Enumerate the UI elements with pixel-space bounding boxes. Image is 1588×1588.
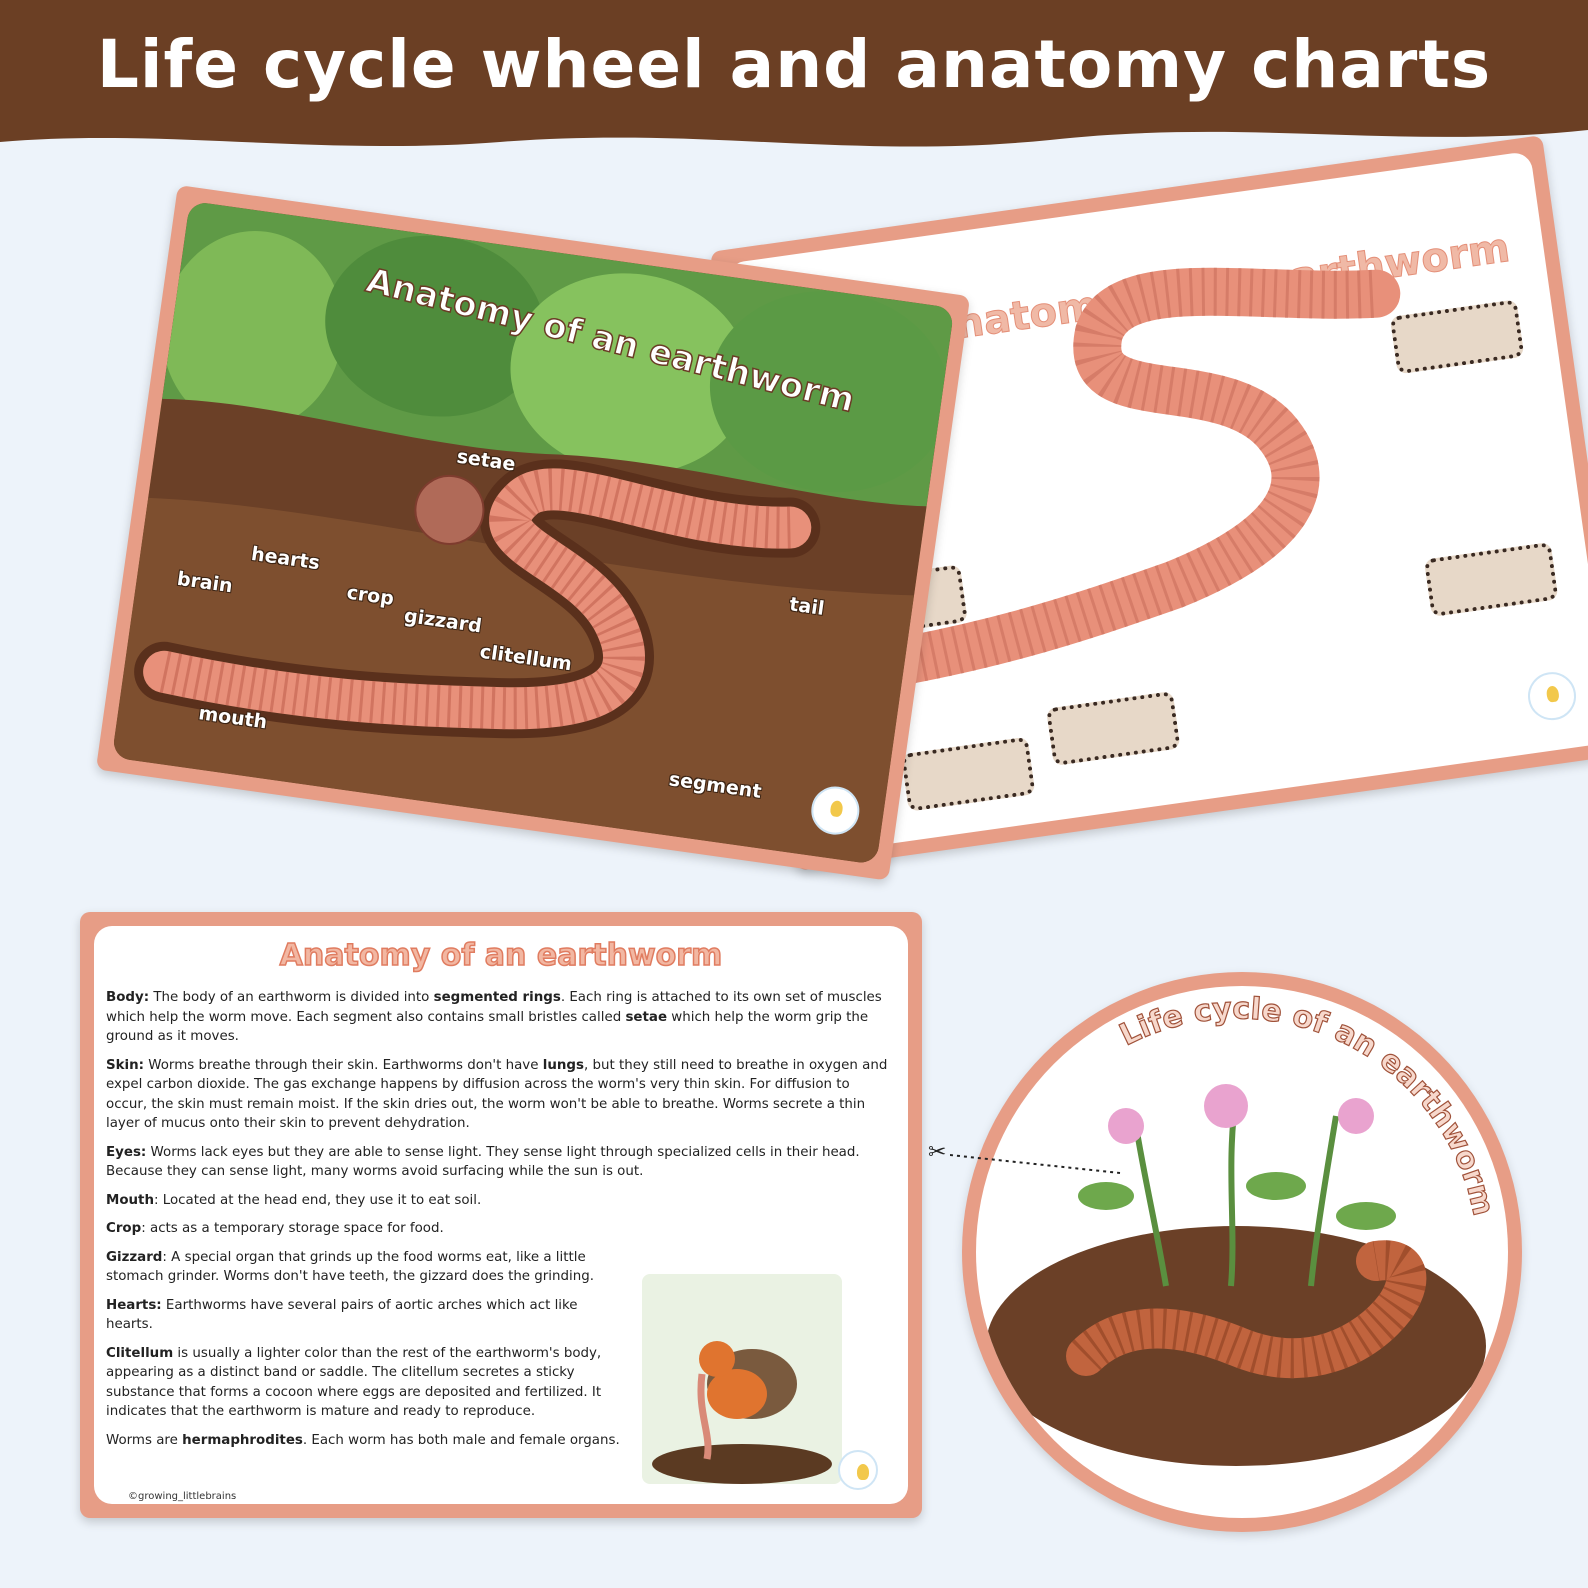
paragraph-mouth: Mouth: Located at the head end, they use… <box>106 1192 482 1208</box>
banner-title: Life cycle wheel and anatomy charts <box>96 26 1492 103</box>
paragraph-hermaphrodites: Worms are hermaphrodites. Each worm has … <box>106 1432 620 1448</box>
svg-text:Life cycle of an earthworm: Life cycle of an earthworm <box>1114 991 1501 1219</box>
header-banner: Life cycle wheel and anatomy charts <box>0 0 1588 160</box>
banner-shape <box>0 0 1588 147</box>
info-sheet-handle: ©growing_littlebrains <box>128 1491 237 1502</box>
life-cycle-illustration <box>986 1084 1486 1466</box>
brand-logo <box>838 1450 878 1490</box>
info-sheet-title: Anatomy of an earthworm <box>279 937 723 974</box>
paragraph-eyes: Eyes: Worms lack eyes but they are able … <box>106 1144 860 1180</box>
paragraph-clitellum: Clitellum is usually a lighter color tha… <box>106 1345 602 1420</box>
anatomy-illustration <box>111 200 955 865</box>
life-cycle-title: Life cycle of an earthworm <box>1114 991 1502 1220</box>
setae-magnifier <box>414 474 485 545</box>
life-cycle-title-arc: Life cycle of an earthworm <box>1114 991 1502 1220</box>
paragraph-crop: Crop: acts as a temporary storage space … <box>106 1221 444 1236</box>
life-cycle-wheel: Life cycle of an earthworm ©growing_litt… <box>962 972 1522 1532</box>
anatomy-chart-card: Anatomy of an earthworm setae hearts bra… <box>95 185 971 881</box>
scissors-icon: ✂ <box>928 1140 947 1165</box>
cut-line <box>950 1154 1121 1174</box>
info-sheet-card: Anatomy of an earthworm Body: The body o… <box>80 912 922 1518</box>
label-tail: tail <box>788 593 826 620</box>
robin-illustration <box>642 1274 842 1484</box>
paragraph-gizzard: Gizzard: A special organ that grinds up … <box>106 1249 594 1285</box>
paragraph-body: Body: The body of an earthworm is divide… <box>106 990 882 1044</box>
paragraph-hearts: Hearts: Earthworms have several pairs of… <box>106 1297 578 1333</box>
paragraph-skin: Skin: Worms breathe through their skin. … <box>106 1057 888 1132</box>
info-sheet-body: Body: The body of an earthworm is divide… <box>106 988 894 1459</box>
